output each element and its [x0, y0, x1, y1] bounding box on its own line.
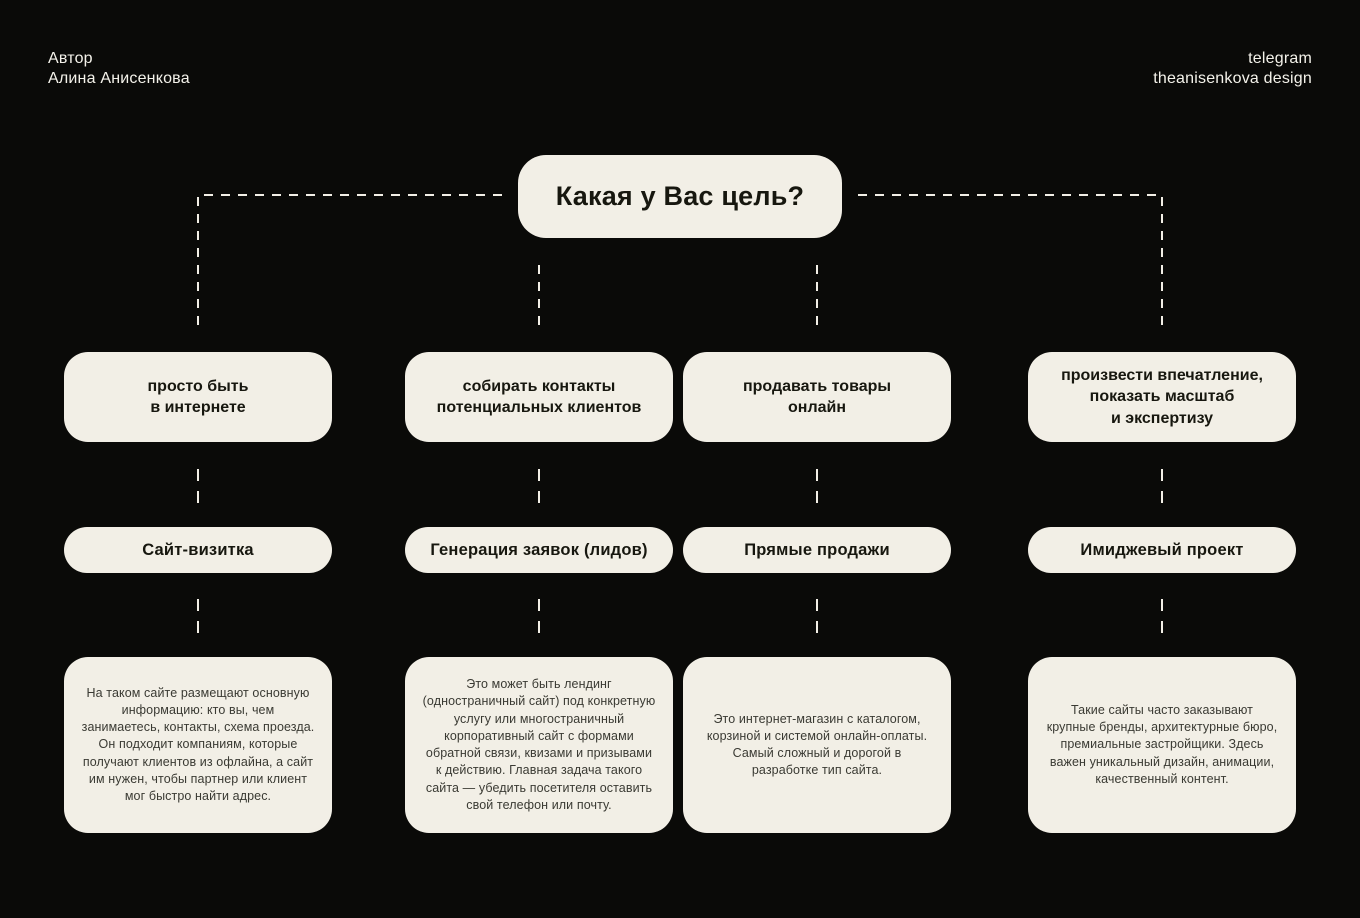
author-block: Автор Алина Анисенкова — [48, 49, 190, 89]
author-name: Алина Анисенкова — [48, 70, 190, 87]
connector-left-elbow — [197, 194, 502, 332]
description-card-image: Такие сайты часто заказывают крупные бре… — [1028, 657, 1296, 833]
type-card-visit: Сайт-визитка — [64, 527, 332, 573]
goal-card-sales: продавать товары онлайн — [683, 352, 951, 442]
type-card-leads: Генерация заявок (лидов) — [405, 527, 673, 573]
author-label: Автор — [48, 50, 93, 67]
root-question-card: Какая у Вас цель? — [518, 155, 842, 238]
goal-card-leads: собирать контакты потенциальных клиентов — [405, 352, 673, 442]
description-card-leads: Это может быть лендинг (одностраничный с… — [405, 657, 673, 833]
contact-block: telegram theanisenkova design — [1153, 49, 1312, 89]
contact-label: telegram — [1248, 50, 1312, 67]
contact-handle: theanisenkova design — [1153, 70, 1312, 87]
connector-right-elbow — [858, 194, 1163, 332]
type-card-sales: Прямые продажи — [683, 527, 951, 573]
description-card-visit: На таком сайте размещают основную информ… — [64, 657, 332, 833]
description-card-sales: Это интернет-магазин с каталогом, корзин… — [683, 657, 951, 833]
goal-card-image: произвести впечатление, показать масштаб… — [1028, 352, 1296, 442]
type-card-image: Имиджевый проект — [1028, 527, 1296, 573]
goal-card-visit: просто быть в интернете — [64, 352, 332, 442]
